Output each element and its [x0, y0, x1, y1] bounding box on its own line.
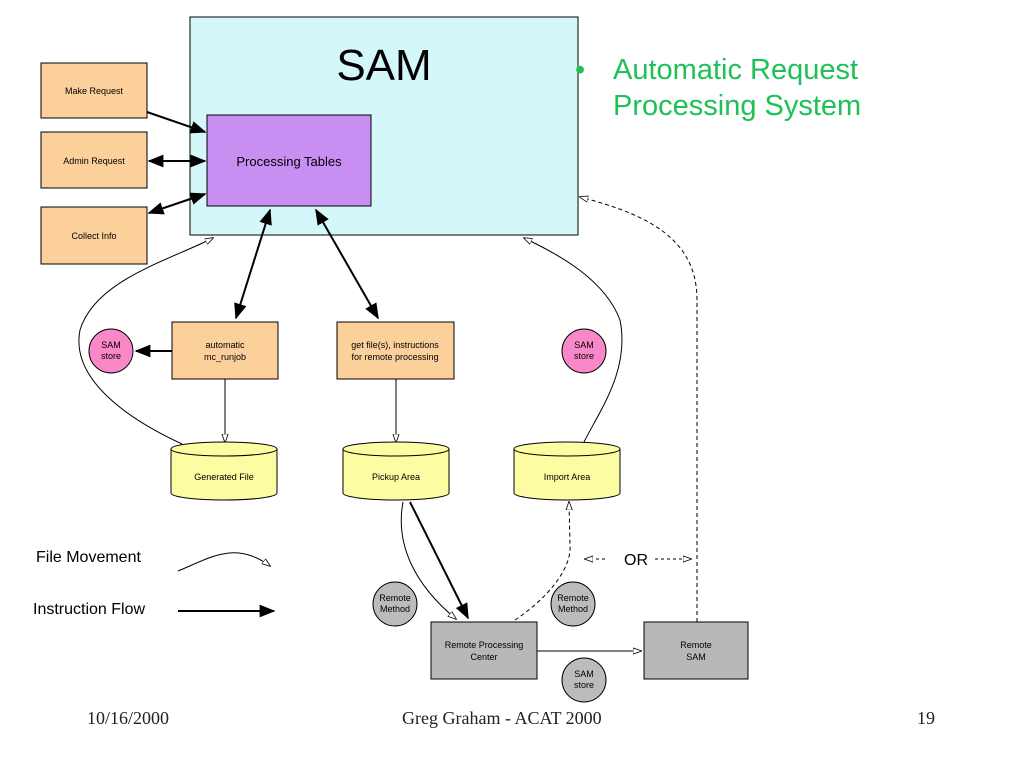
or-label: OR: [624, 552, 648, 569]
footer-author: Greg Graham - ACAT 2000: [402, 708, 602, 728]
sam-title: SAM: [336, 41, 431, 90]
import-area-cylinder: [513, 441, 621, 501]
generated-file-label: Generated File: [194, 472, 254, 482]
sam-store-left-line1: SAM: [101, 340, 121, 350]
mc-runjob-label-line2: mc_runjob: [204, 352, 246, 362]
legend-file-movement-label: File Movement: [36, 549, 141, 566]
footer-date: 10/16/2000: [87, 708, 170, 728]
sam-store-bottom-line1: SAM: [574, 669, 594, 679]
bullet-symbol: •: [575, 54, 586, 86]
import-area-label: Import Area: [544, 472, 591, 482]
get-files-box: [336, 321, 455, 380]
sam-store-left-circle: [88, 328, 134, 374]
sam-store-right-circle: [561, 328, 607, 374]
make-request-box: [40, 62, 148, 119]
collect-info-label: Collect Info: [71, 231, 116, 241]
pickup-area-label: Pickup Area: [372, 472, 420, 482]
collect-info-arrow: [147, 192, 207, 215]
mc-runjob-box: [171, 321, 279, 380]
sam-store-right-line1: SAM: [574, 340, 594, 350]
sam-store-right-line2: store: [574, 351, 594, 361]
pickup-to-remote-instruction: [409, 501, 469, 620]
footer-page-number: 19: [917, 708, 935, 728]
remote-processing-center-box: [430, 621, 538, 680]
legend-file-movement-line: [177, 552, 270, 572]
tables-mcrunjob-arrow: [234, 208, 272, 320]
make-request-arrow: [146, 111, 207, 134]
remote-method-right-line1: Remote: [557, 593, 589, 603]
pickup-area-cylinder: [342, 441, 450, 501]
generated-file-cylinder: [170, 441, 278, 501]
remote-sam-label-line2: SAM: [686, 652, 706, 662]
remote-sam-to-sam-dashed: [580, 197, 698, 622]
remote-method-left-line1: Remote: [379, 593, 411, 603]
tables-getfiles-arrow: [315, 208, 379, 320]
mc-runjob-label-line1: automatic: [205, 340, 245, 350]
admin-request-box: [40, 131, 148, 189]
sam-store-bottom-circle: [561, 657, 607, 703]
get-files-label-line2: for remote processing: [351, 352, 438, 362]
remote-method-right-line2: Method: [558, 604, 588, 614]
import-to-sam-curve: [524, 238, 623, 443]
remote-to-import-dashed: [514, 502, 570, 621]
processing-tables-label: Processing Tables: [236, 154, 342, 169]
remote-processing-label-line2: Center: [470, 652, 497, 662]
legend-instruction-flow-label: Instruction Flow: [33, 601, 146, 618]
pickup-to-remote-file-curve: [400, 501, 456, 619]
remote-processing-label-line1: Remote Processing: [445, 640, 524, 650]
make-request-label: Make Request: [65, 86, 124, 96]
remote-method-left-line2: Method: [380, 604, 410, 614]
bullet-text: Automatic Request Processing System: [613, 52, 933, 124]
collect-info-box: [40, 206, 148, 265]
generated-to-sam-curve: [78, 238, 213, 445]
remote-sam-box: [643, 621, 749, 680]
remote-sam-label-line1: Remote: [680, 640, 712, 650]
sam-store-bottom-line2: store: [574, 680, 594, 690]
remote-method-left-circle: [372, 581, 418, 627]
processing-tables-box: [206, 114, 372, 207]
bullet-text-line1: Automatic Request: [613, 54, 859, 86]
sam-store-left-line2: store: [101, 351, 121, 361]
bullet-text-line2: Processing System: [613, 90, 862, 122]
get-files-label-line1: get file(s), instructions: [351, 340, 439, 350]
remote-method-right-circle: [550, 581, 596, 627]
admin-request-label: Admin Request: [63, 156, 125, 166]
